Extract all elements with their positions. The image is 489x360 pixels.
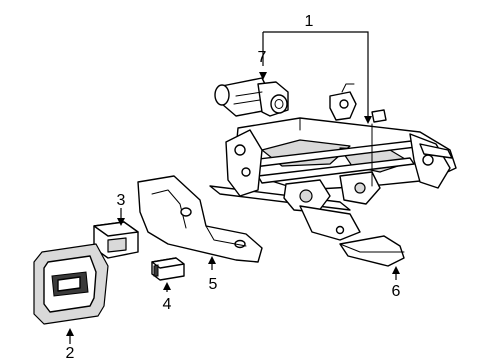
callout-3: 3 [117,192,126,209]
callout-4: 4 [163,296,172,313]
part-5-side-shield [137,175,263,263]
part-7-motor [214,77,289,117]
callout-2: 2 [66,345,75,360]
part-2-switch-bezel [33,243,109,325]
callout-7: 7 [258,49,267,66]
leader-1 [263,31,369,120]
part-1-seat-adjuster-frame [209,83,457,241]
callout-6: 6 [392,283,401,300]
callout-5: 5 [209,276,218,293]
callout-1: 1 [305,13,314,30]
part-4-small-switch [151,257,185,281]
part-3-switch-knob [93,221,139,259]
leaders [66,31,400,344]
callout-labels: 1 2 3 4 5 6 7 [66,13,401,360]
part-6-cover [339,235,405,267]
